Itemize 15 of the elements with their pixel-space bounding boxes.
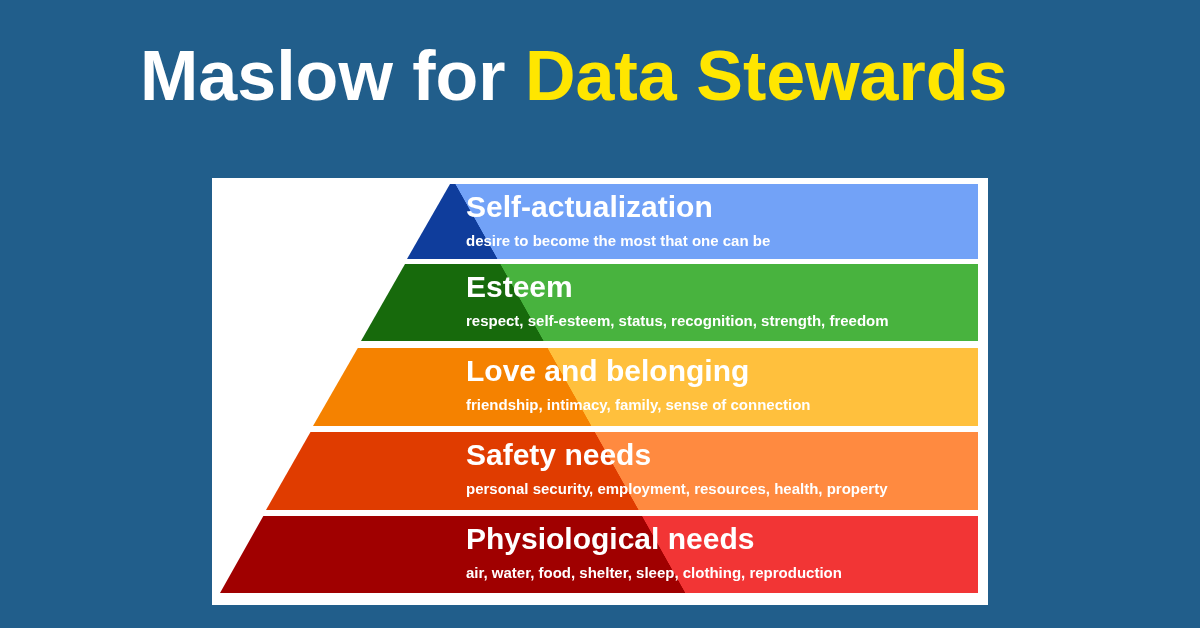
tier-heading: Physiological needs	[466, 522, 755, 556]
tier-heading: Self-actualization	[466, 190, 713, 224]
tier-description: personal security, employment, resources, health, property	[466, 479, 888, 499]
title: Maslow for Data Stewards	[140, 41, 1008, 111]
tier-description: friendship, intimacy, family, sense of connection	[466, 395, 811, 415]
tier-description: respect, self-esteem, status, recognition, strength, freedom	[466, 311, 889, 331]
pyramid-tier	[361, 264, 978, 341]
tier-description: air, water, food, shelter, sleep, clothing, reproduction	[466, 563, 842, 583]
pyramid-tier	[407, 184, 978, 259]
pyramid-tier	[220, 516, 978, 593]
pyramid-tier	[313, 348, 978, 426]
pyramid-tier	[266, 432, 978, 510]
tier-heading: Love and belonging	[466, 354, 750, 388]
tier-heading: Esteem	[466, 270, 573, 304]
tier-heading: Safety needs	[466, 438, 652, 472]
